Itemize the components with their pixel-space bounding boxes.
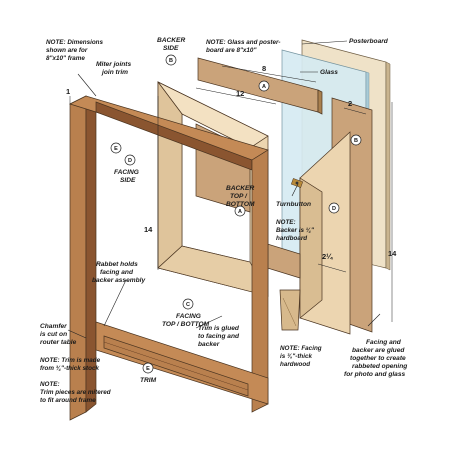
label-glass: Glass [320,69,338,76]
label-chamfer-2: is cut on [40,331,67,338]
badge-d-facing-side: D [124,154,136,166]
badge-c-text: C [186,302,190,308]
label-trim-glued-2: to facing and [198,333,240,340]
label-glued-4: rabbeted opening [352,363,407,370]
leader-miter [77,73,97,97]
leader-glued [367,313,381,327]
note-trim-stock-1: NOTE: Trim is made [40,357,101,364]
leader-rabbet [103,279,127,327]
badge-a-top-text: A [262,84,266,90]
note-trim-mitered-1: NOTE: [40,381,60,388]
badge-e-left: E [110,142,122,154]
dim-14-left: 14 [144,96,159,270]
label-trim-glued-1: Trim is glued [198,325,240,332]
dim-14-left-label: 14 [144,225,153,234]
label-backer-tb-3: BOTTOM [226,201,255,208]
badge-a-backer: A [234,205,246,217]
badge-d-right: D [328,202,340,214]
dim-14-right-label: 14 [388,249,397,258]
note-facing-2: is ⅜"-thick [280,353,313,360]
label-posterboard: Posterboard [349,38,389,45]
label-glued-5: for photo and glass [344,371,406,378]
label-trim-glued-3: backer [198,341,220,348]
badge-d-right-text: D [332,206,336,212]
dim-2-1-4: 2¼ [317,252,347,273]
note-trim-mitered-2: Trim pieces are mitered [40,389,111,396]
dim-12-label: 12 [236,89,244,98]
turnbutton-icon [290,178,304,188]
label-backer-tb-2: TOP / [230,193,248,200]
label-glued-1: Facing and [366,339,402,346]
dim-14-right: 14 [388,102,397,322]
rabbet-strip [279,289,301,331]
badge-e-left-text: E [114,146,118,152]
badge-e-bottom: E [142,362,154,374]
posterboard-edge [385,61,391,271]
note-dimensions-2: shown are for [46,47,88,54]
label-backer-side-1: BACKER [157,37,185,44]
label-facing-tb-1: FACING [176,313,201,320]
label-facing-tb-2: TOP / BOTTOM [162,321,210,328]
label-miter-1: Miter joints [96,61,132,68]
note-glass-1: NOTE: Glass and poster- [206,39,281,46]
label-chamfer-3: router table [40,339,77,346]
label-rabbet-3: backer assembly [92,277,145,284]
leader-chamfer [67,329,87,339]
note-dimensions-1: NOTE: Dimensions [46,39,104,46]
label-glued-2: backer are glued [352,347,405,354]
facing-side-right-inner [299,177,323,319]
badge-e-bottom-text: E [146,366,150,372]
label-rabbet-2: facing and [100,269,134,276]
badge-b-top: B [165,54,177,66]
rabbet-hatch [282,297,297,327]
dim-12: 12 [195,87,277,105]
badge-a-backer-text: A [238,209,242,215]
badge-a-top: A [258,80,270,92]
label-facing-side-2: SIDE [120,177,136,184]
facing-frame-bevel-left [157,80,183,269]
leader-trim-glued [195,315,223,329]
leader-turnbutton [291,183,299,197]
badge-b-right: B [350,134,362,146]
dim-2-1-4-label: 2¼ [322,252,333,261]
leader-posterboard [301,40,348,45]
note-backer-2: Backer is ¼" [276,227,315,234]
note-dimensions-3: 8"x10" frame [46,55,85,62]
dim-8-label: 8 [262,64,266,73]
label-backer-tb-1: BACKER [226,185,254,192]
label-facing-side-1: FACING [114,169,139,176]
dim-8: 8 [221,64,317,83]
label-trim: TRIM [140,377,157,384]
label-miter-2: join trim [101,69,128,76]
note-trim-stock-2: from ¾"-thick stock [40,365,99,372]
dim-1-label: 1 [66,87,70,96]
note-facing-1: NOTE: Facing [280,345,322,352]
label-chamfer-1: Chamfer [40,323,67,330]
note-backer-3: hardboard [276,235,307,242]
trim-right [251,149,269,413]
badge-c: C [182,298,194,310]
badge-b-right-text: B [354,138,358,144]
badge-b-top-text: B [169,58,173,64]
label-backer-side-2: SIDE [163,45,179,52]
label-turnbutton: Turnbutton [276,201,311,208]
trim-bottom-chamfer-line [103,341,249,391]
badge-d-facing-side-text: D [128,158,132,164]
note-glass-2: board are 8"x10" [206,47,257,54]
dim-2: 2 [343,99,367,115]
note-trim-mitered-3: to fit around frame [40,397,96,404]
note-backer-1: NOTE: [276,219,296,226]
note-facing-3: hardwood [280,361,310,368]
backer-top-edge [317,89,323,115]
label-rabbet-1: Rabbet holds [96,261,138,268]
dim-1: 1 [66,87,71,104]
label-glued-3: together to create [350,355,406,362]
dim-2-label: 2 [348,99,352,108]
